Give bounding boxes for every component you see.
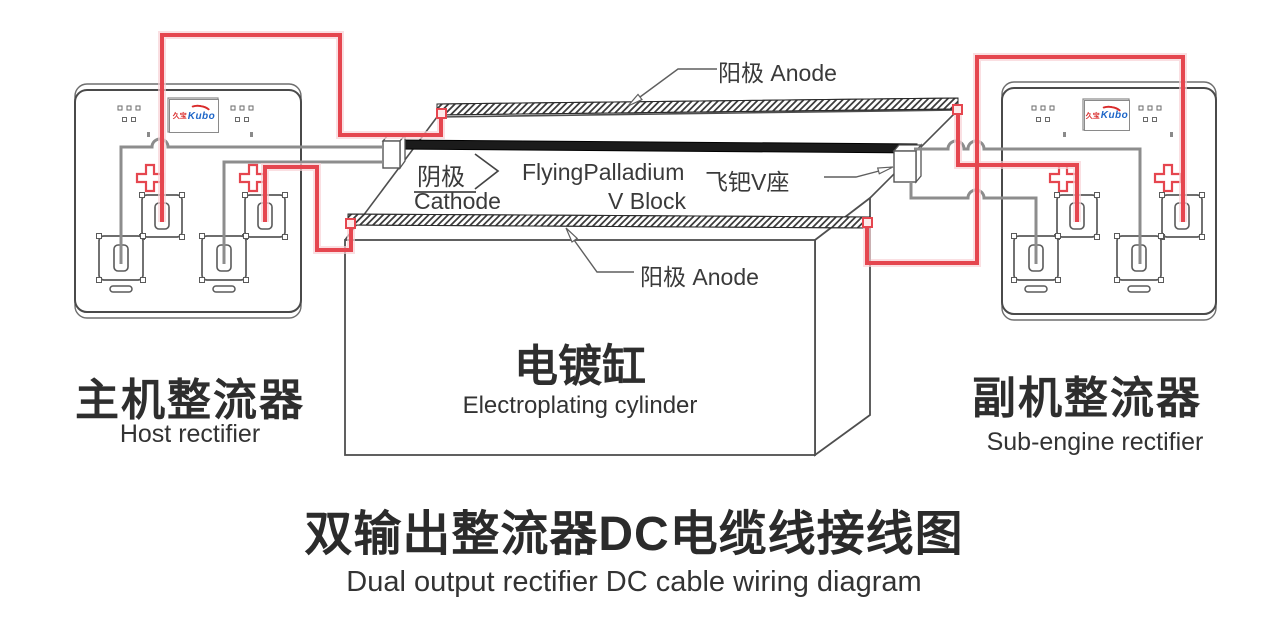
sub-rectifier-label-cn: 副机整流器	[972, 374, 1202, 423]
v-block-arrow-icon	[876, 166, 894, 175]
positive-wire-sub-2	[865, 55, 1185, 265]
positive-wire-host-1	[160, 33, 443, 222]
flying-palladium-label-line1: FlyingPalladium	[522, 159, 685, 185]
cathode-label-cn: 阴极	[417, 164, 465, 191]
plus-symbol-icon	[135, 163, 165, 193]
indicator-dot-group	[117, 105, 141, 122]
v-block	[892, 143, 923, 184]
port-mark	[1063, 132, 1066, 137]
minus-symbol-icon	[1024, 285, 1048, 293]
tank-right-face	[814, 196, 871, 457]
negative-wire-host-2	[222, 160, 383, 264]
v-block-label-cn: 飞钯V座	[705, 169, 790, 195]
minus-symbol-icon	[109, 285, 133, 293]
indicator-dot-group	[1138, 105, 1162, 122]
indicator-dots	[117, 105, 1162, 122]
positive-polarity-symbols	[135, 163, 1183, 193]
electroplating-tank	[344, 109, 959, 457]
anode-bottom-arrow-icon	[565, 227, 579, 243]
output-port-marks	[147, 132, 1173, 137]
host-rectifier-label-en: Host rectifier	[119, 420, 261, 448]
v-block-leader	[824, 170, 880, 178]
anode-bar-top	[436, 97, 959, 116]
anode-wire-connectors	[345, 104, 963, 229]
tank-name-cn: 电镀缸	[514, 342, 646, 391]
port-mark	[250, 132, 253, 137]
positive-wire-sub-1	[956, 112, 1079, 222]
positive-wires	[158, 31, 1187, 267]
cathode-chevron-icon	[474, 153, 500, 190]
host-rectifier-label-cn: 主机整流器	[75, 376, 305, 425]
anode-top-arrow-icon	[627, 93, 643, 107]
cathode-label-en: Cathode	[414, 188, 501, 214]
negative-wire-sub-1	[914, 139, 1142, 264]
brand-logo-prefix: 久宝	[172, 113, 187, 120]
anode-top-label: 阳极 Anode	[718, 60, 837, 86]
callout-leaders	[414, 68, 894, 273]
indicator-dot-group	[1031, 105, 1055, 122]
tank-front-face	[344, 239, 816, 456]
anode-top-leader	[639, 68, 717, 98]
anode-bottom-label: 阳极 Anode	[640, 264, 759, 290]
diagram-title-cn: 双输出整流器DC电缆线接线图	[304, 508, 964, 561]
anode-bar-bottom	[347, 213, 871, 229]
indicator-dot-group	[230, 105, 254, 122]
diagram-title-en: Dual output rectifier DC cable wiring di…	[346, 566, 922, 598]
brand-logo-text: Kubo	[187, 110, 216, 122]
minus-symbol-icon	[1127, 285, 1151, 293]
plus-symbol-icon	[1048, 163, 1078, 193]
sub-rectifier-label-en: Sub-engine rectifier	[986, 428, 1204, 456]
brand-logo-text: Kubo	[1100, 110, 1129, 121]
tank-name-en: Electroplating cylinder	[462, 392, 698, 419]
plus-symbol-icon	[238, 163, 268, 193]
output-terminals	[96, 192, 1205, 293]
anode-bottom-leader	[573, 239, 634, 273]
positive-wire-host-2	[263, 165, 353, 252]
port-mark	[1170, 132, 1173, 137]
minus-symbol-icon	[212, 285, 236, 293]
brand-logo-prefix: 久宝	[1085, 112, 1100, 120]
port-mark	[147, 132, 150, 137]
tank-back-rim	[436, 109, 959, 118]
cathode-bar	[397, 139, 918, 154]
cathode-end-block	[381, 133, 407, 171]
plus-symbol-icon	[1153, 163, 1183, 193]
flying-palladium-label-line2: V Block	[608, 188, 686, 214]
